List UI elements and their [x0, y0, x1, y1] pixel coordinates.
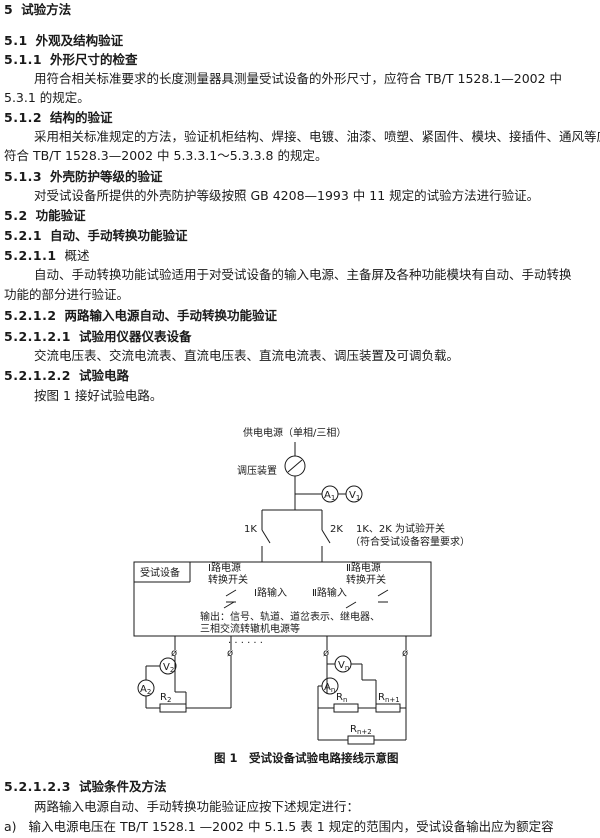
- svg-text:ø: ø: [171, 648, 177, 659]
- svg-text:ø: ø: [323, 648, 329, 659]
- input1-label: Ⅰ路输入: [254, 586, 287, 599]
- para-5-1-1-line1: 用符合相关标准要求的长度测量器具测量受试设备的外形尺寸，应符合 TB/T 152…: [34, 71, 563, 86]
- section-5-1-heading: 5.1 外观及结构验证: [4, 33, 124, 48]
- para-5-2-1-1-line2: 功能的部分进行验证。: [4, 287, 130, 302]
- input2-label: Ⅱ路输入: [312, 586, 347, 599]
- resistor-rn-icon: [333, 703, 359, 713]
- rn1-label: Rn+1: [378, 692, 400, 704]
- section-5-2-1-heading: 5.2.1 自动、手动转换功能验证: [4, 228, 188, 243]
- section-5-1-2-heading: 5.1.2 结构的验证: [4, 110, 113, 125]
- switch-2k-icon: [321, 529, 331, 544]
- svg-text:ø: ø: [402, 648, 408, 659]
- k2-label: 2K: [330, 524, 343, 535]
- para-5-1-1-line2: 5.3.1 的规定。: [4, 90, 90, 105]
- section-5-2-1-1-heading: 5.2.1.1 概述: [4, 248, 90, 263]
- output-label-1: 输出：信号、轨道、道岔表示、继电器、: [200, 610, 380, 623]
- section-5-2-heading: 5.2 功能验证: [4, 208, 86, 223]
- figure-caption: 图 1 受试设备试验电路接线示意图: [214, 751, 399, 765]
- r2-label: R2: [160, 692, 171, 704]
- switch-note-1: 1K、2K 为试验开关: [356, 522, 445, 535]
- a1-label: A1: [324, 490, 335, 502]
- rn2-label: Rn+2: [350, 724, 372, 736]
- section-5-1-3-heading: 5.1.3 外壳防护等级的验证: [4, 169, 163, 184]
- sw2-label-a: Ⅱ路电源: [346, 561, 381, 574]
- resistor-r2-icon: [159, 703, 187, 713]
- para-5-2-1-2-3: 两路输入电源自动、手动转换功能验证应按下述规定进行：: [34, 799, 360, 814]
- section-5-heading: 5 试验方法: [4, 2, 72, 17]
- dots-label: · · · · · ·: [228, 638, 263, 649]
- supply-label: 供电电源（单相/三相）: [243, 426, 346, 439]
- dut-box: [133, 561, 432, 637]
- voltmeter-v1-icon: [345, 485, 363, 503]
- switch-1k-icon: [261, 529, 271, 544]
- a2-label: A2: [140, 684, 151, 696]
- para-5-2-1-2-2: 按图 1 接好试验电路。: [34, 388, 163, 403]
- para-5-1-2-line1: 采用相关标准规定的方法，验证机柜结构、焊接、电镀、油漆、喷塑、紧固件、模块、接插…: [34, 129, 600, 144]
- resistor-rn2-icon: [347, 735, 375, 745]
- section-5-2-1-2-2-heading: 5.2.1.2.2 试验电路: [4, 368, 129, 383]
- para-5-1-2-line2: 符合 TB/T 1528.3—2002 中 5.3.3.1～5.3.3.8 的规…: [4, 148, 328, 163]
- v2-label: V2: [163, 662, 174, 674]
- output-label-2: 三相交流转辙机电源等: [200, 622, 300, 635]
- vn-label: Vn: [338, 660, 349, 672]
- svg-text:ø: ø: [227, 648, 233, 659]
- section-5-2-1-2-1-heading: 5.2.1.2.1 试验用仪器仪表设备: [4, 329, 192, 344]
- para-5-2-1-1-line1: 自动、手动转换功能试验适用于对受试设备的输入电源、主备屏及各种功能模块有自动、手…: [34, 267, 572, 282]
- para-5-1-3: 对受试设备所提供的外壳防护等级按照 GB 4208—1993 中 11 规定的试…: [34, 188, 540, 203]
- v1-label: V1: [349, 490, 360, 502]
- dut-label: 受试设备: [140, 566, 180, 579]
- section-5-2-1-2-3-heading: 5.2.1.2.3 试验条件及方法: [4, 779, 167, 794]
- list-item-a: a) 输入电源电压在 TB/T 1528.1 —2002 中 5.1.5 表 1…: [4, 819, 554, 834]
- an-label: An: [324, 682, 335, 694]
- sw1-label-a: Ⅰ路电源: [208, 561, 241, 574]
- section-5-2-1-2-heading: 5.2.1.2 两路输入电源自动、手动转换功能验证: [4, 308, 278, 323]
- k1-label: 1K: [244, 524, 257, 535]
- regulator-label: 调压装置: [237, 464, 277, 477]
- switch-note-2: （符合受试设备容量要求）: [350, 535, 470, 548]
- para-5-2-1-2-1: 交流电压表、交流电流表、直流电压表、直流电流表、调压装置及可调负载。: [34, 348, 460, 363]
- resistor-rn1-icon: [375, 703, 401, 713]
- sw1-label-b: 转换开关: [208, 573, 248, 586]
- section-5-1-1-heading: 5.1.1 外形尺寸的检查: [4, 52, 138, 67]
- figure-1-circuit-diagram: ø ø ø ø 供电电源（单相/三相） 调压装置 A1 V1 1K 2K 1K、…: [133, 426, 470, 765]
- rn-label: Rn: [336, 692, 347, 704]
- sw2-label-b: 转换开关: [346, 573, 386, 586]
